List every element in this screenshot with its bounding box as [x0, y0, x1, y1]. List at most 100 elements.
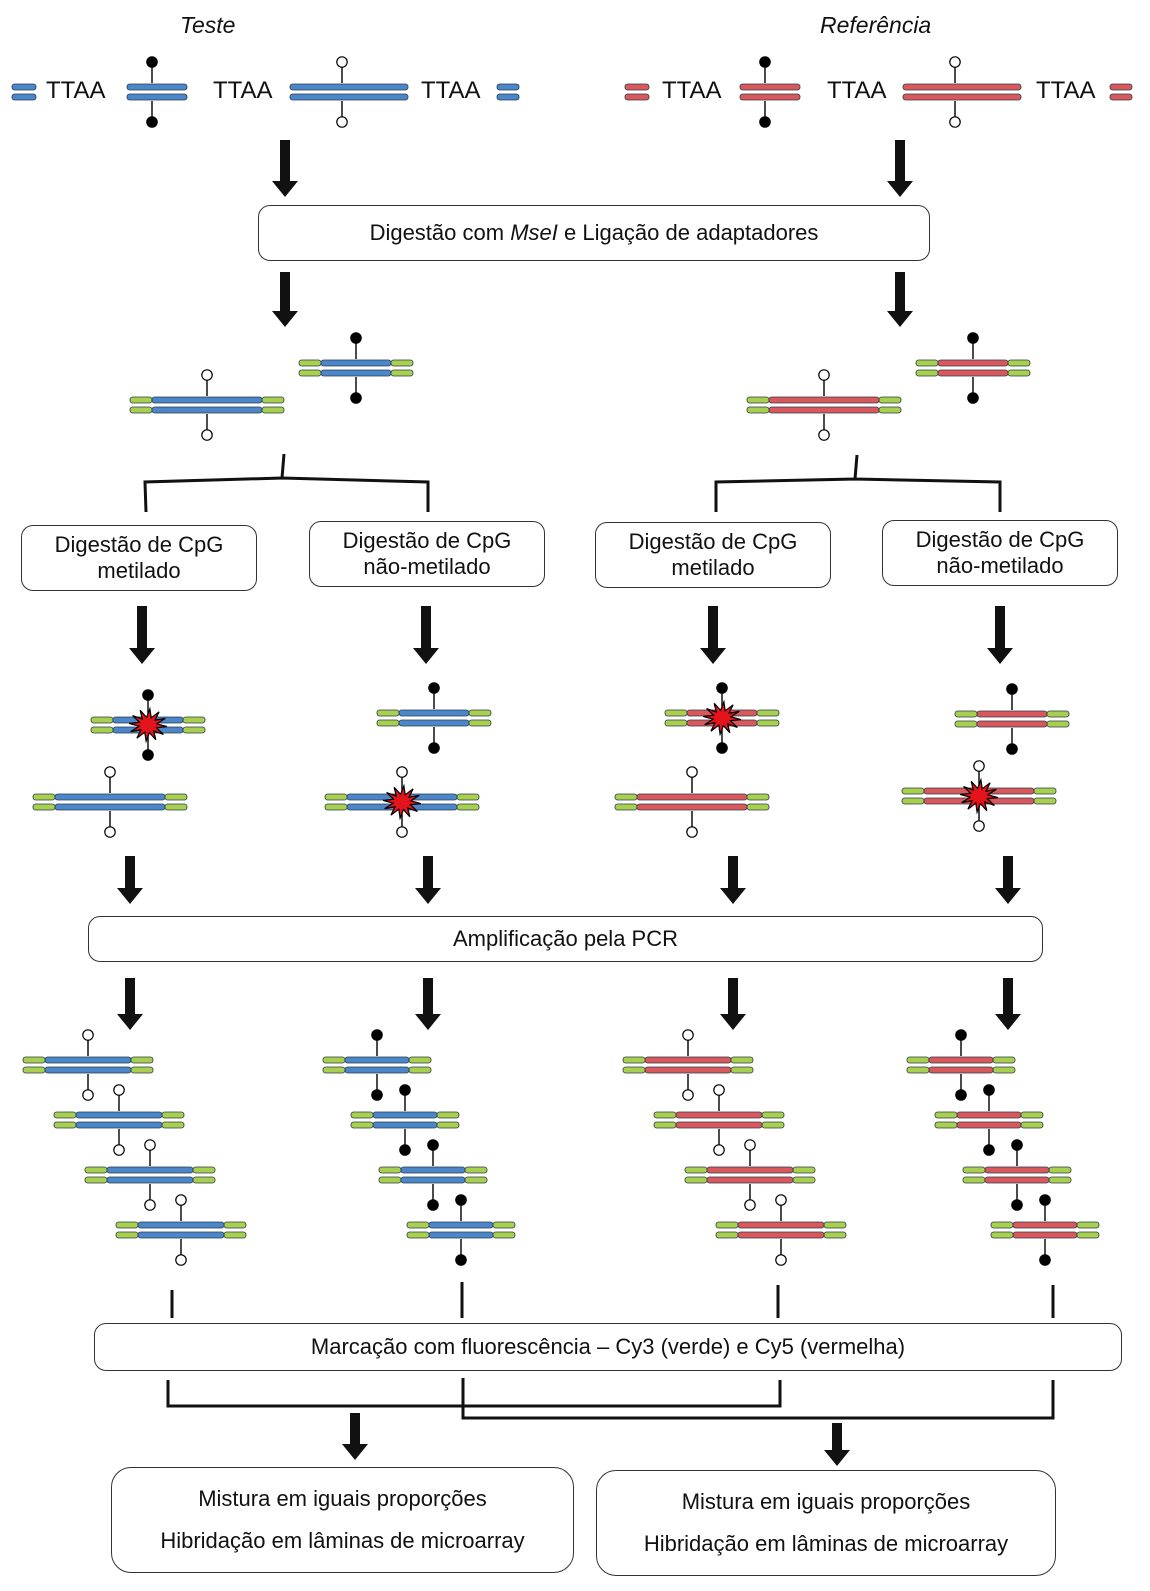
- dna-bottom-strand: [496, 93, 520, 101]
- genomic-dna: [11, 56, 520, 128]
- mix-line-1: Mistura em iguais proporções: [681, 1489, 971, 1514]
- dna-bottom-strand: [901, 797, 925, 805]
- methylated-cpg-marker: [399, 1084, 411, 1096]
- labeling-label: Marcação com fluorescência – Cy3 (verde)…: [310, 1334, 906, 1359]
- dna-top-strand: [792, 1166, 816, 1174]
- dna-bottom-strand: [928, 1066, 994, 1074]
- flow-arrow: [995, 856, 1021, 904]
- dna-top-strand: [408, 1056, 432, 1064]
- dna-bottom-strand: [756, 719, 780, 727]
- dna-top-strand: [406, 1221, 430, 1229]
- methylated-cpg-marker: [399, 1144, 411, 1156]
- dna-top-strand: [344, 1056, 410, 1064]
- dna-top-strand: [376, 709, 400, 717]
- dna-bottom-strand: [1020, 1121, 1044, 1129]
- methylated-cpg-marker: [759, 116, 771, 128]
- dna-top-strand: [739, 83, 801, 91]
- dna-bottom-strand: [223, 1231, 247, 1239]
- arrow-head: [887, 181, 913, 197]
- flow-arrow: [700, 606, 726, 664]
- genomic-dna: [624, 56, 1133, 128]
- dna-bottom-strand: [11, 93, 37, 101]
- dna-bottom-strand: [298, 369, 322, 377]
- dna-top-strand: [906, 1056, 930, 1064]
- dna-bottom-strand: [376, 719, 400, 727]
- dna-bottom-strand: [761, 1121, 785, 1129]
- dna-top-strand: [636, 793, 748, 801]
- arrow-shaft: [728, 978, 738, 1016]
- unmethylated-cpg-marker: [113, 1144, 125, 1156]
- mix-line-2: Hibridação em lâminas de microarray: [643, 1531, 1009, 1556]
- dna-bottom-strand: [737, 1231, 825, 1239]
- dna-top-strand: [320, 359, 392, 367]
- dna-top-strand: [428, 1221, 494, 1229]
- dna-top-strand: [684, 1166, 708, 1174]
- flow-arrow: [342, 1413, 368, 1460]
- split-bracket-test: [143, 453, 430, 513]
- dna-bottom-strand: [624, 93, 650, 101]
- arrow-shaft: [895, 140, 905, 183]
- unmethylated-cpg-marker: [175, 1254, 187, 1266]
- dna-bottom-strand: [915, 369, 939, 377]
- test-methylated-digestion-box: Digestão de CpG metilado: [21, 525, 257, 591]
- flow-arrow: [129, 606, 155, 664]
- dna-bottom-strand: [906, 1066, 930, 1074]
- dna-top-strand: [372, 1111, 438, 1119]
- dna-top-strand: [622, 1056, 646, 1064]
- dna-bottom-strand: [182, 726, 206, 734]
- dna-fragment: [350, 1084, 460, 1156]
- arrow-shaft: [995, 606, 1005, 650]
- unmethylated-cpg-marker: [818, 369, 830, 381]
- msei-digestion-box: Digestão com MseI e Ligação de adaptador…: [258, 205, 930, 261]
- box-line-1: Digestão de CpG: [54, 532, 224, 557]
- unmethylated-cpg-marker: [396, 826, 408, 838]
- methylated-cpg-marker: [983, 1084, 995, 1096]
- dna-bottom-strand: [1109, 93, 1133, 101]
- methylated-cpg-marker: [759, 56, 771, 68]
- dna-fragment: [53, 1084, 185, 1156]
- flow-arrow: [117, 856, 143, 904]
- dna-bottom-strand: [768, 406, 880, 414]
- dna-bottom-strand: [22, 1066, 46, 1074]
- dna-top-strand: [350, 1111, 374, 1119]
- arrow-shaft: [708, 606, 718, 650]
- dna-bottom-strand: [992, 1066, 1016, 1074]
- dna-top-strand: [624, 83, 650, 91]
- merge-bracket-right: [461, 1378, 1055, 1420]
- dna-bottom-strand: [706, 1176, 794, 1184]
- msei-digestion-text-prefix: Digestão com: [369, 220, 511, 245]
- dna-bottom-strand: [792, 1176, 816, 1184]
- dna-top-strand: [1007, 359, 1031, 367]
- dna-fragment: [990, 1194, 1100, 1266]
- dna-bottom-strand: [746, 406, 770, 414]
- test-unmethylated-digestion-box: Digestão de CpG não-metilado: [309, 521, 545, 587]
- unmethylated-cpg-marker: [396, 766, 408, 778]
- arrow-shaft: [728, 856, 738, 890]
- dna-top-strand: [298, 359, 322, 367]
- dna-fragment: [32, 766, 188, 838]
- cut-site-star: [702, 699, 742, 737]
- methylated-cpg-marker: [967, 332, 979, 344]
- dna-bottom-strand: [636, 803, 748, 811]
- dna-top-strand: [937, 359, 1009, 367]
- unmethylated-cpg-marker: [949, 56, 961, 68]
- unmethylated-cpg-marker: [175, 1194, 187, 1206]
- unmethylated-cpg-marker: [744, 1139, 756, 1151]
- dna-fragment: [90, 689, 206, 761]
- dna-top-strand: [976, 710, 1048, 718]
- dna-fragment: [962, 1139, 1072, 1211]
- dna-bottom-strand: [106, 1176, 194, 1184]
- unmethylated-cpg-marker: [713, 1084, 725, 1096]
- unmethylated-cpg-marker: [104, 766, 116, 778]
- dna-fragment: [684, 1139, 816, 1211]
- arrow-shaft: [423, 978, 433, 1016]
- dna-top-strand: [644, 1056, 732, 1064]
- dna-top-strand: [1020, 1111, 1044, 1119]
- dna-bottom-strand: [428, 1231, 494, 1239]
- reference-unmethylated-digestion-box: Digestão de CpG não-metilado: [882, 520, 1118, 586]
- dna-bottom-strand: [934, 1121, 958, 1129]
- arrow-head: [700, 648, 726, 664]
- arrow-shaft: [125, 978, 135, 1016]
- arrow-head: [887, 311, 913, 327]
